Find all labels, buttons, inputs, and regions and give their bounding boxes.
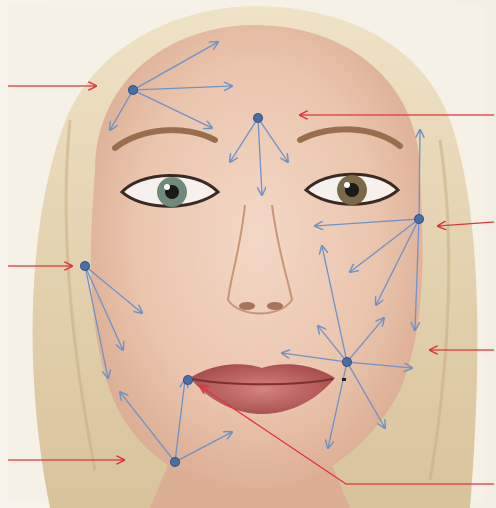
jaw-left-point xyxy=(171,458,180,467)
mole-mark xyxy=(342,378,346,381)
temple-right-point xyxy=(415,215,424,224)
face-skin xyxy=(91,25,423,492)
nostril-left xyxy=(239,302,255,310)
mouth-corner-left-point xyxy=(184,376,193,385)
forehead-center-point xyxy=(254,114,263,123)
temple-left-point xyxy=(129,86,138,95)
cheek-right-point xyxy=(343,358,352,367)
nostril-right xyxy=(267,302,283,310)
cheek-left-point xyxy=(81,262,90,271)
